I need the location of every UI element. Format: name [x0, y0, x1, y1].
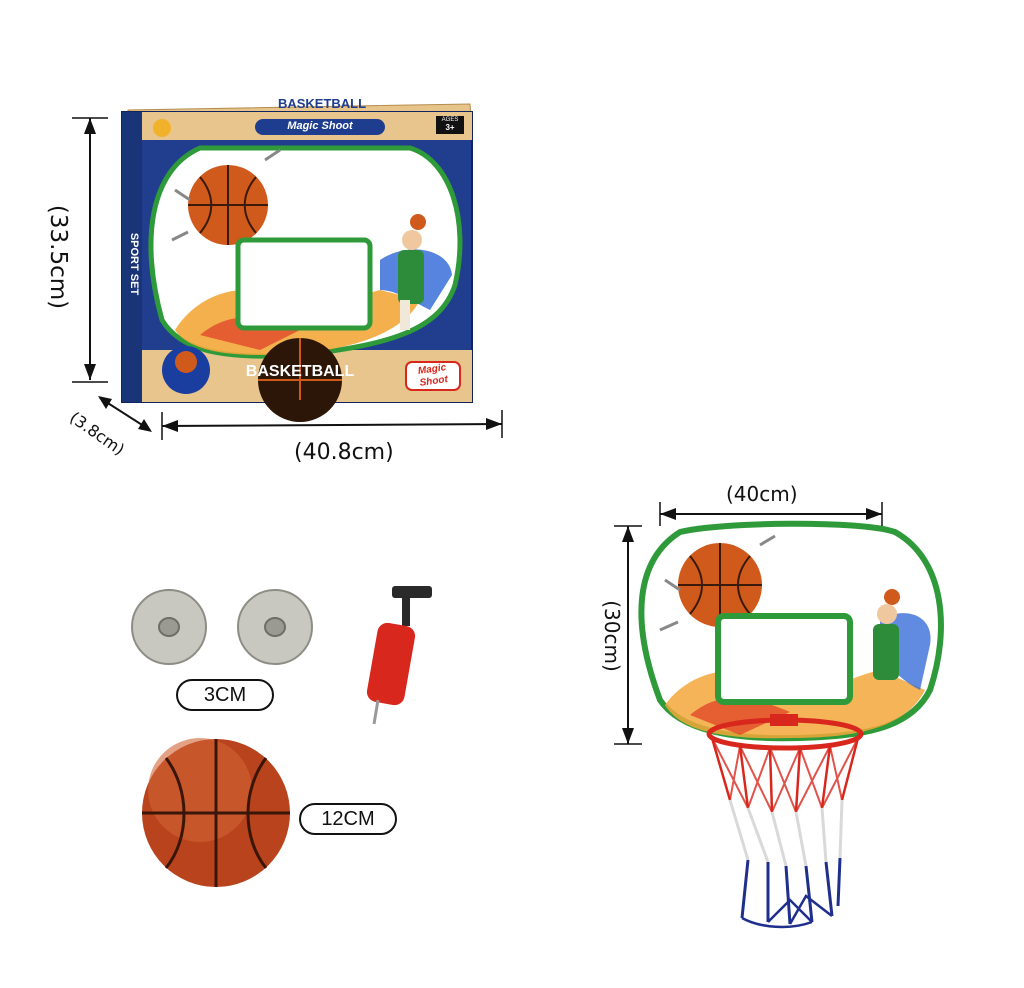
suction-cup-size-label: 3CM [176, 679, 274, 711]
box-ages-line2: 3+ [445, 123, 455, 132]
board-width-label: (40cm) [726, 482, 798, 506]
box-banner-text: Magic Shoot [287, 120, 353, 132]
box-top-title: BASKETBALL [277, 96, 367, 111]
box-ages-line1: AGES [441, 117, 459, 123]
board-height-label: (30cm) [600, 600, 624, 672]
box-ages-label: AGES 3+ [436, 116, 464, 132]
box-width-label: (40.8cm) [294, 440, 394, 465]
box-bottom-title: BASKETBALL [245, 363, 355, 380]
ball-size-label: 12CM [299, 803, 397, 835]
